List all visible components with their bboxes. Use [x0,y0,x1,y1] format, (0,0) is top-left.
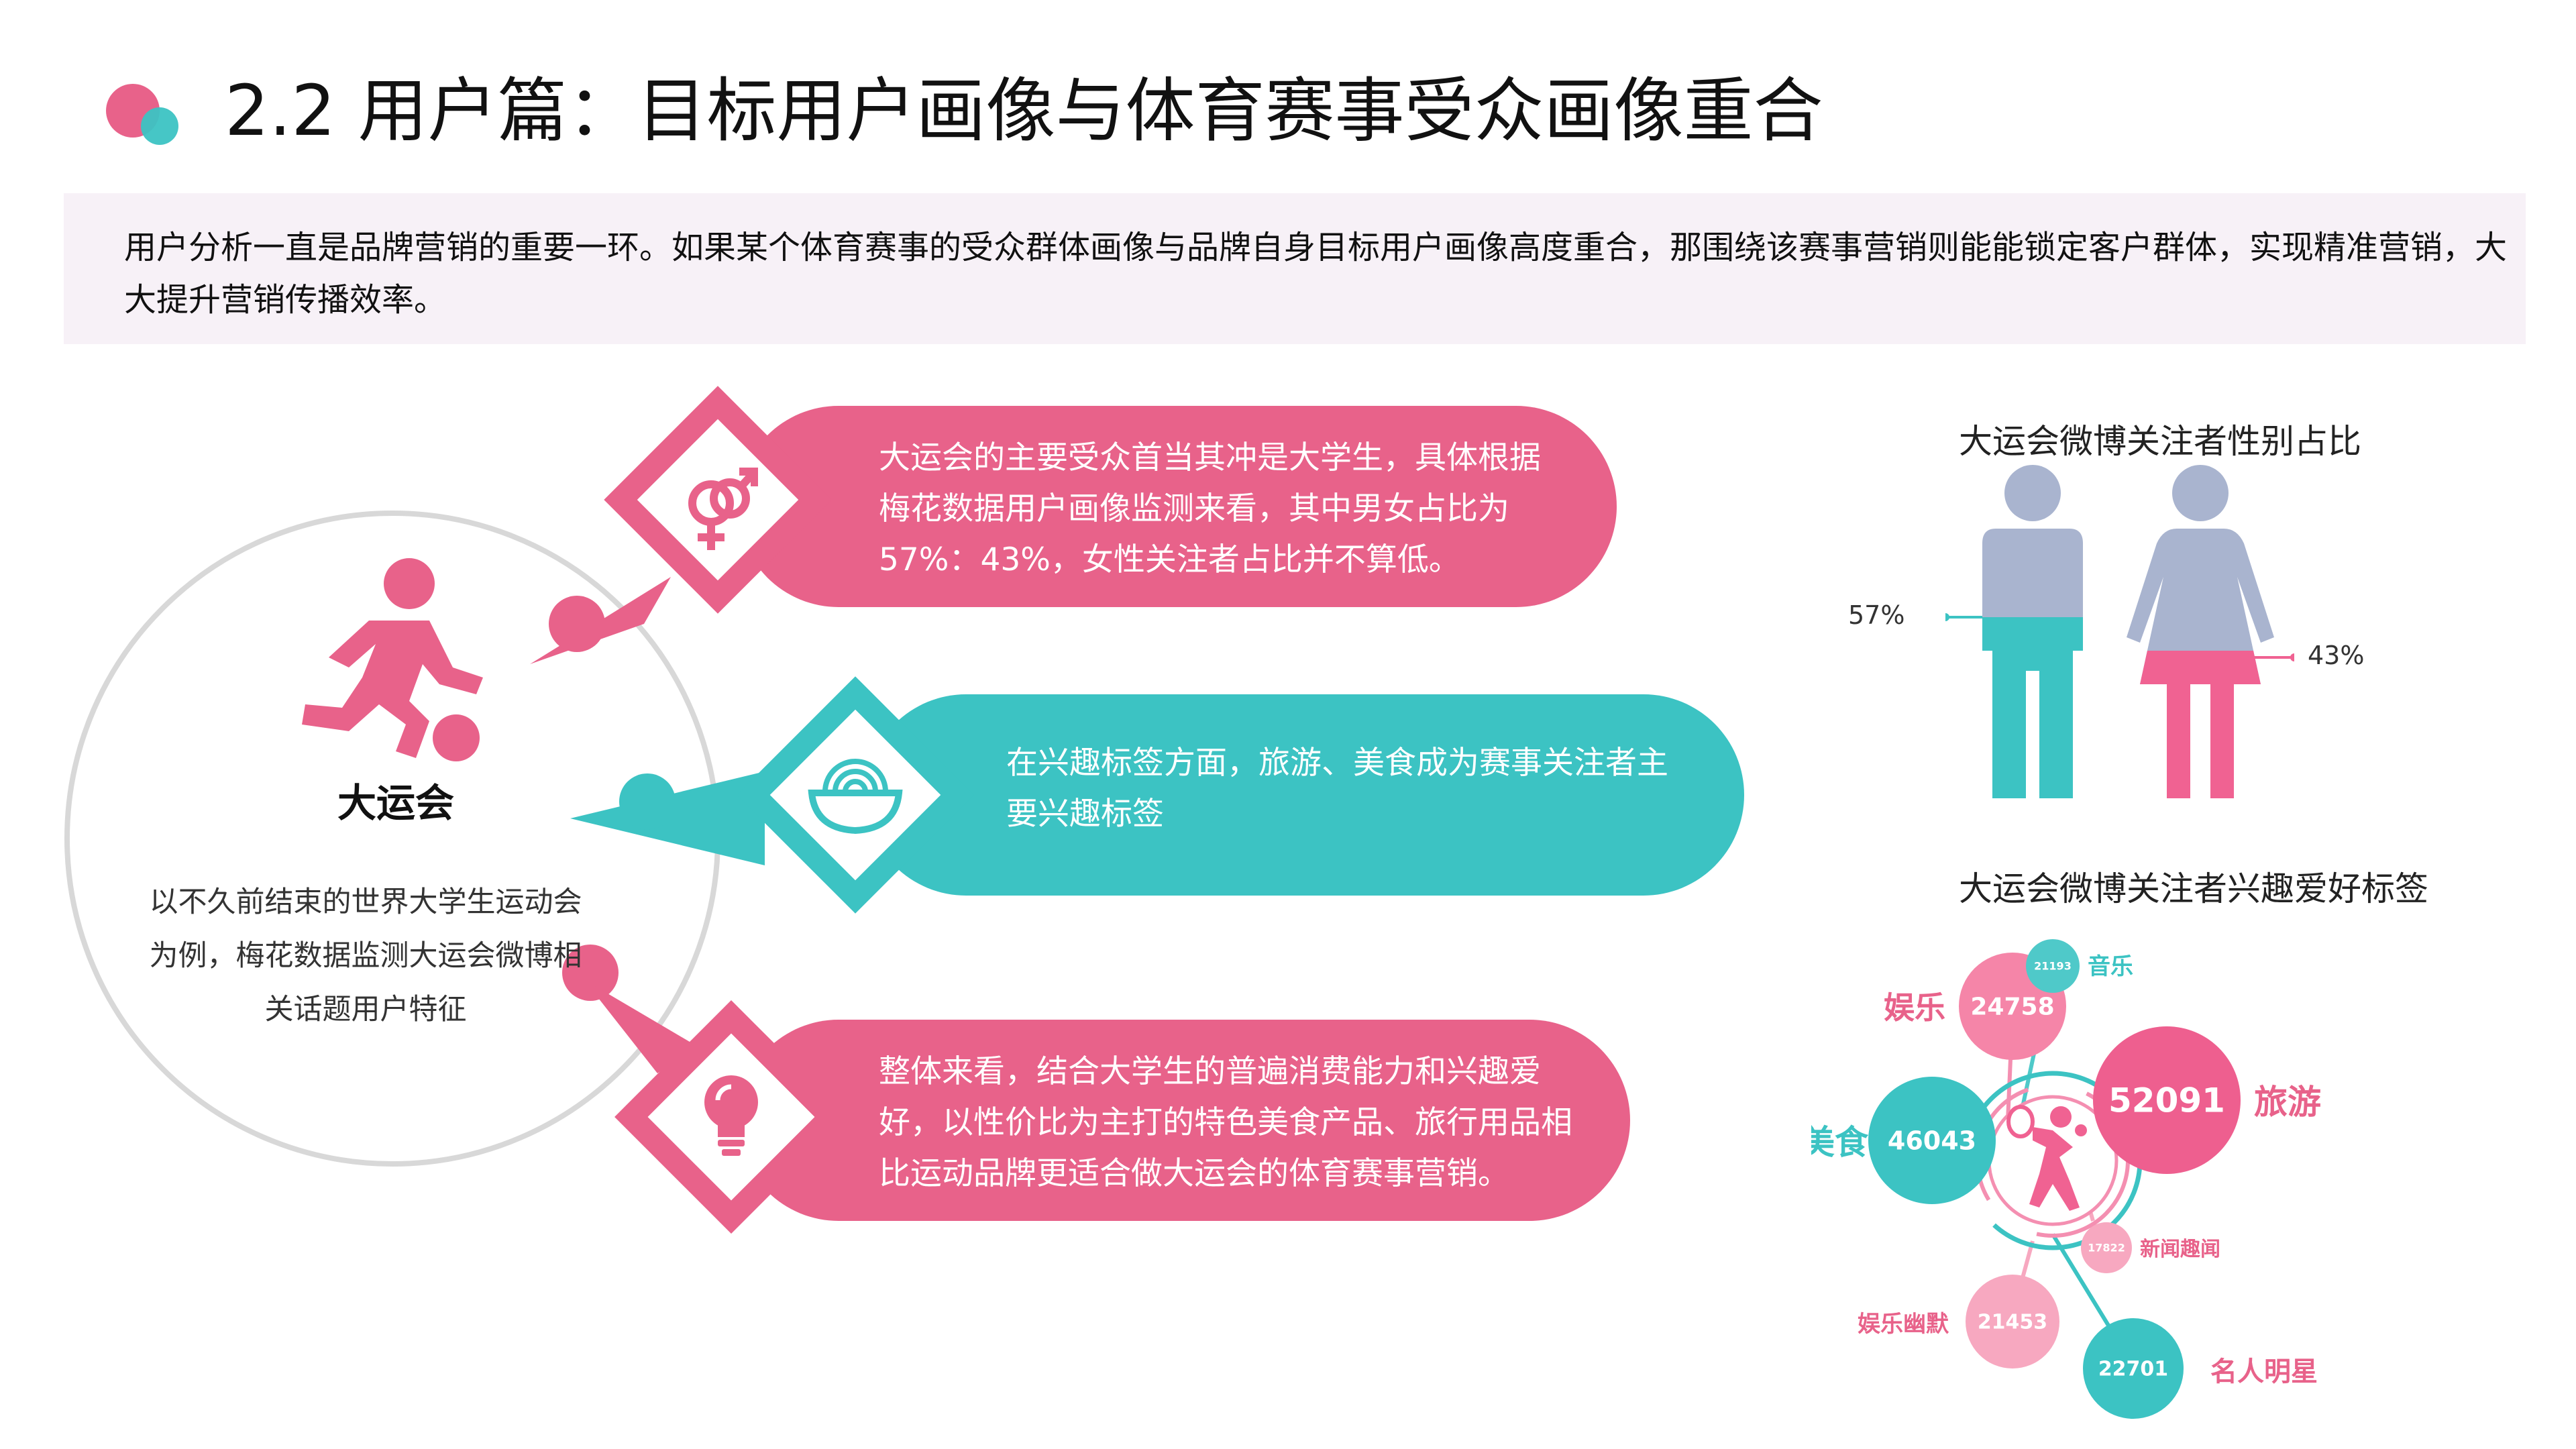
interest-bubble [2026,939,2080,993]
female-base [2127,465,2274,798]
lightbulb-icon [704,1075,758,1156]
info-pill-interest: 在兴趣标签方面，旅游、美食成为赛事关注者主要兴趣标签 [865,694,1744,896]
info-pill-conclusion-text: 整体来看，结合大学生的普遍消费能力和兴趣爱好，以性价比为主打的特色美食产品、旅行… [879,1053,1572,1192]
interest-bubble-label: 旅游 [2254,1083,2321,1122]
interest-bubble [1966,1275,2059,1368]
interest-bubble [2093,1026,2241,1174]
interest-bubble-value: 24758 [1970,994,2054,1021]
title-bullet-icon [106,84,178,145]
main-circle-desc: 以不久前结束的世界大学生运动会为例，梅花数据监测大运会微博相关话题用户特征 [149,885,582,1026]
interest-bubble [1868,1077,1996,1204]
bowl-icon [808,759,903,835]
female-percent: 43% [2308,641,2365,670]
interest-bubble-label: 新闻趣闻 [2140,1238,2220,1261]
interest-bubble-value: 22701 [2098,1358,2168,1381]
info-pill-interest-text: 在兴趣标签方面，旅游、美食成为赛事关注者主要兴趣标签 [1006,745,1668,833]
interest-bubble-label: 音乐 [2088,953,2133,980]
interest-bubble-chart: 24758 娱乐 21193 音乐 52091 旅游 46043 美食 17822 新闻趣闻 214… [1811,939,2321,1419]
female-skirt [2127,651,2274,691]
male-percent: 57% [1848,600,1905,630]
female-legs [2127,691,2274,798]
interest-bubble-label: 名人明星 [2210,1356,2318,1387]
gender-chart [1945,465,2294,798]
main-diagram [64,511,765,1167]
interest-bubble [2083,1318,2184,1419]
intro-panel [64,193,2526,344]
info-pill-gender-text: 大运会的主要受众首当其冲是大学生，具体根据梅花数据用户画像监测来看，其中男女占比… [879,439,1541,578]
interest-chart-title: 大运会微博关注者兴趣爱好标签 [1959,869,2428,908]
interest-bubble-label: 美食 [1811,1123,1869,1162]
interest-bubble-value: 52091 [2108,1081,2225,1120]
soccer-player-icon [302,558,483,761]
interest-bubble-label: 娱乐 [1884,989,1945,1026]
info-pill-gender: 大运会的主要受众首当其冲是大学生，具体根据梅花数据用户画像监测来看，其中男女占比… [738,406,1617,607]
gender-icon [688,468,758,550]
intro-text: 用户分析一直是品牌营销的重要一环。如果某个体育赛事的受众群体画像与品牌自身目标用… [124,229,2508,319]
interest-bubble-value: 17822 [2088,1242,2125,1254]
page-title: 2.2 用户篇：目标用户画像与体育赛事受众画像重合 [225,70,1823,152]
interest-bubble-value: 21453 [1978,1311,2047,1334]
interest-bubble [2081,1222,2132,1273]
main-circle-label: 大运会 [337,780,454,826]
interest-bubble-value: 21193 [2034,960,2072,973]
male-fill [1982,617,2083,798]
interest-bubble-label: 娱乐幽默 [1858,1311,1949,1338]
gender-chart-title: 大运会微博关注者性别占比 [1959,422,2361,461]
tennis-player-icon [2006,1105,2087,1211]
interest-bubble-value: 46043 [1888,1126,1976,1155]
info-pill-conclusion: 整体来看，结合大学生的普遍消费能力和兴趣爱好，以性价比为主打的特色美食产品、旅行… [738,1020,1630,1221]
